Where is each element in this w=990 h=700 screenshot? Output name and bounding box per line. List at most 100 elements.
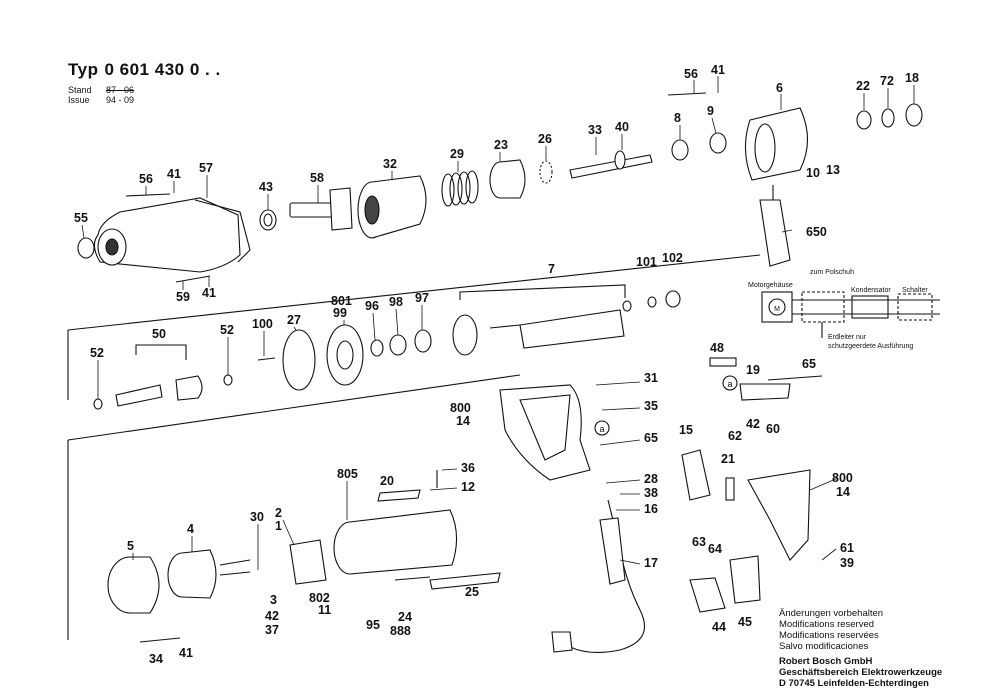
part-44 <box>689 577 726 613</box>
plate-24 <box>394 576 431 581</box>
fan-801 <box>326 324 364 386</box>
label-14-a: 14 <box>456 414 470 428</box>
label-20: 20 <box>380 474 394 488</box>
label-43: 43 <box>259 180 273 194</box>
schematic-switch: Schalter <box>902 287 928 294</box>
stand-value: 87 - 06 <box>106 85 135 95</box>
label-41-top: 41 <box>711 63 725 77</box>
washer-8 <box>671 139 689 161</box>
part-21 <box>725 477 735 501</box>
label-14-b: 14 <box>836 485 850 499</box>
label-25: 25 <box>465 585 479 599</box>
screw-56 <box>125 193 171 197</box>
label-17: 17 <box>644 556 658 570</box>
screw-100 <box>257 357 276 361</box>
wire-65-a <box>767 375 823 381</box>
svg-text:a: a <box>727 379 732 389</box>
label-16: 16 <box>644 502 658 516</box>
label-63: 63 <box>692 535 706 549</box>
washer-101 <box>647 296 657 308</box>
handle-half-800b <box>747 469 811 561</box>
clutch-23 <box>489 159 526 199</box>
label-60: 60 <box>766 422 780 436</box>
schematic-earth-note-1: Erdleiter nur <box>828 334 867 341</box>
label-32: 32 <box>383 157 397 171</box>
label-57: 57 <box>199 161 213 175</box>
label-36: 36 <box>461 461 475 475</box>
label-18: 18 <box>905 71 919 85</box>
label-33: 33 <box>588 123 602 137</box>
housing-cylinder-32 <box>357 175 427 239</box>
reference-marker-a: a a <box>594 375 738 436</box>
shaft-40 <box>569 150 653 179</box>
label-37: 37 <box>265 623 279 637</box>
schematic-earth-note-2: schutzgeerdete Ausführung <box>828 343 913 350</box>
issue-value: 94 - 09 <box>106 95 135 105</box>
ring-27 <box>282 329 316 391</box>
label-19: 19 <box>746 363 760 377</box>
power-cable-17 <box>551 499 645 653</box>
label-64: 64 <box>708 542 722 556</box>
screw-59 <box>175 275 211 283</box>
label-6: 6 <box>776 81 783 95</box>
label-72: 72 <box>880 74 894 88</box>
label-42-a: 42 <box>746 417 760 431</box>
label-56-a: 56 <box>139 172 153 186</box>
schematic-pole-shoe: zum Polschuh <box>810 269 854 276</box>
label-3: 3 <box>270 593 277 607</box>
label-42-b: 42 <box>265 609 279 623</box>
stator-4 <box>167 549 251 599</box>
label-12: 12 <box>461 480 475 494</box>
section-divider-3 <box>67 374 521 441</box>
leader-lines <box>81 76 915 570</box>
label-101: 101 <box>636 255 657 269</box>
label-31: 31 <box>644 371 658 385</box>
gear-housing-6 <box>744 107 808 181</box>
label-52-a: 52 <box>220 323 234 337</box>
changes-fr: Modifications reservées <box>779 630 879 641</box>
company-name: Robert Bosch GmbH <box>779 656 873 667</box>
brush-holder-50 <box>115 344 203 407</box>
label-52-b: 52 <box>90 346 104 360</box>
label-102: 102 <box>662 251 683 265</box>
label-27: 27 <box>287 313 301 327</box>
changes-de: Änderungen vorbehalten <box>779 608 884 619</box>
label-41-c: 41 <box>179 646 193 660</box>
screw-56-top <box>667 92 707 96</box>
label-26: 26 <box>538 132 552 146</box>
switch-15 <box>681 449 711 501</box>
label-805: 805 <box>337 467 358 481</box>
label-41-a: 41 <box>167 167 181 181</box>
spring-29 <box>441 170 479 207</box>
label-2: 2 <box>275 506 282 520</box>
label-96: 96 <box>365 299 379 313</box>
part-labels: 56 41 6 22 72 18 8 9 33 40 26 23 29 32 5… <box>74 63 919 666</box>
label-24: 24 <box>398 610 412 624</box>
label-56-top: 56 <box>684 67 698 81</box>
label-100: 100 <box>252 317 273 331</box>
label-30: 30 <box>250 510 264 524</box>
label-5: 5 <box>127 539 134 553</box>
footer-notes: Änderungen vorbehalten Modifications res… <box>779 608 942 689</box>
svg-text:a: a <box>599 424 604 434</box>
switch-plate-19 <box>739 383 791 401</box>
ring-96 <box>370 339 384 357</box>
washer-52-b <box>223 374 233 386</box>
label-62: 62 <box>728 429 742 443</box>
ring-43 <box>259 209 277 231</box>
screw-34 <box>139 637 181 643</box>
label-23: 23 <box>494 138 508 152</box>
ring-22 <box>856 110 872 130</box>
label-11: 11 <box>318 603 331 617</box>
washer-101-a <box>622 300 632 312</box>
label-802: 802 <box>309 591 330 605</box>
label-39: 39 <box>840 556 854 570</box>
label-13: 13 <box>826 163 840 177</box>
bearing-9 <box>709 132 727 154</box>
gear-nose-housing <box>93 197 251 273</box>
typ-label: Typ <box>68 60 99 79</box>
label-55: 55 <box>74 211 88 225</box>
label-97: 97 <box>415 291 429 305</box>
